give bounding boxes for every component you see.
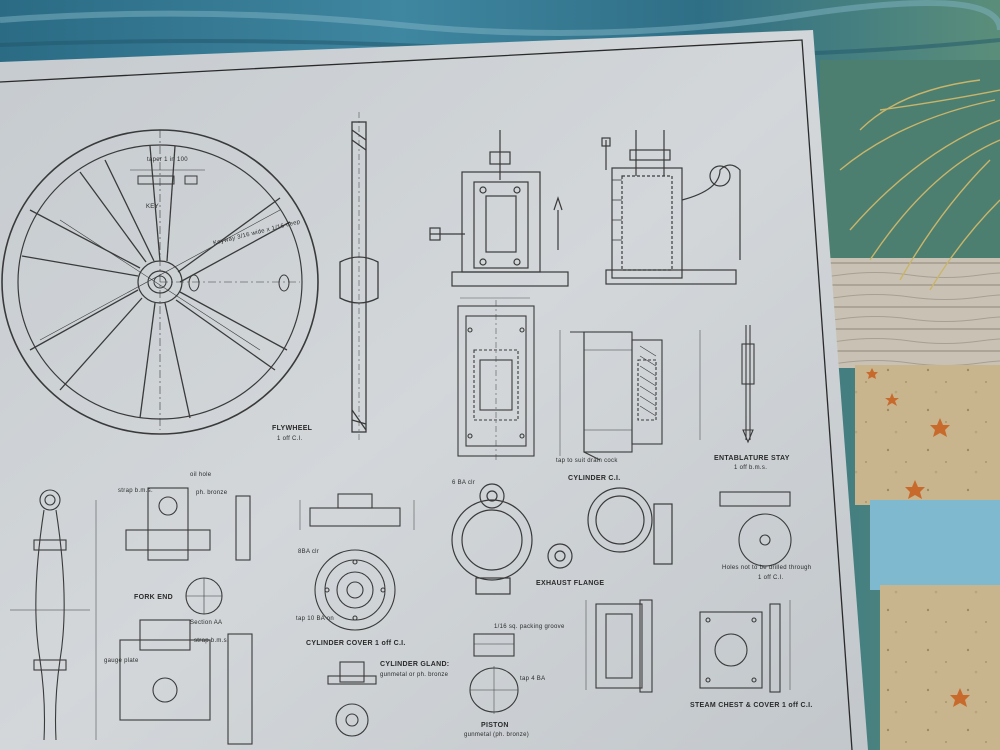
steam-chest-holes-note: Holes not to be drilled through: [722, 565, 812, 571]
cylinder-front-view: [457, 300, 535, 462]
fork-end-strap: strap b.m.s.: [118, 488, 153, 494]
cylinder-gland-title: CYLINDER GLAND:: [380, 661, 450, 668]
crosshead-section-drawing: [119, 619, 253, 745]
cylinder-cover-pcd: 8BA clr: [298, 549, 320, 555]
fork-end-drawing: [125, 487, 251, 615]
drawing-border: [0, 39, 853, 750]
cylinder-cover-tap: tap 10 BA on: [296, 616, 334, 622]
cylinder-cover-title: CYLINDER COVER 1 off C.I.: [306, 640, 406, 647]
steam-chest-title: STEAM CHEST & COVER 1 off C.I.: [690, 702, 813, 709]
section-strap-note: strap b.m.s.: [194, 638, 229, 644]
exhaust-flange-tap: 6 BA clr: [452, 480, 476, 486]
engine-side-section: [601, 130, 741, 285]
entablature-stay-drawing: [741, 325, 755, 444]
valve-chest-ring-drawing: [587, 487, 673, 565]
steam-chest-qty: 1 off C.I.: [758, 575, 784, 581]
fork-end-oil-hole: oil hole: [190, 472, 212, 478]
cylinder-gland-drawing: [327, 661, 377, 737]
key-title: KEY: [146, 204, 159, 210]
piston-material: gunmetal (ph. bronze): [464, 732, 529, 738]
key-detail: [130, 169, 205, 185]
fork-end-bush: ph. bronze: [196, 490, 228, 496]
key-taper-note: taper 1 in 100: [147, 157, 188, 163]
cylinder-cover-drawing: [309, 493, 401, 631]
entablature-stay-qty: 1 off b.m.s.: [734, 465, 768, 471]
gauge-plate-note: gauge plate: [104, 658, 139, 664]
cylinder-section-view: [570, 331, 663, 461]
flywheel-side-view: [339, 112, 379, 440]
flywheel-drawing: [1, 129, 319, 435]
exhaust-flange-title: EXHAUST FLANGE: [536, 580, 605, 587]
flywheel-title: FLYWHEEL: [272, 425, 313, 432]
cylinder-gland-material: gunmetal or ph. bronze: [380, 672, 449, 678]
steam-chest-drawing: [595, 599, 781, 693]
grass-decoration: [839, 79, 1000, 291]
connecting-rod-drawing: [10, 489, 90, 741]
cylinder-top-view: [451, 483, 573, 595]
piston-title: PISTON: [481, 722, 509, 729]
dimension-lines: [95, 297, 791, 740]
starfish-decoration: [866, 368, 970, 707]
valve-disc-drawing: [719, 491, 792, 567]
engine-front-elevation: [429, 130, 569, 287]
entablature-stay-title: ENTABLATURE STAY: [714, 455, 790, 462]
section-aa-label: Section AA: [190, 620, 223, 626]
piston-groove: 1/16 sq. packing groove: [494, 624, 565, 630]
flywheel-qty: 1 off C.I.: [277, 436, 303, 442]
cylinder-drain-note: tap to suit drain cock: [556, 458, 618, 464]
blueprint-paper: [0, 30, 868, 750]
cylinder-title: CYLINDER C.I.: [568, 475, 621, 482]
piston-drawing: [469, 633, 519, 714]
piston-tap: tap 4 BA: [520, 676, 546, 682]
fork-end-title: FORK END: [134, 594, 173, 601]
